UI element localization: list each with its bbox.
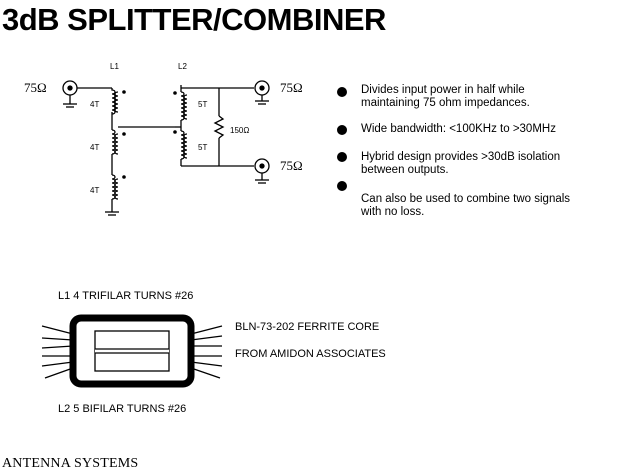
l2-turns-label: 5T	[198, 100, 208, 109]
l1-winding-label: L1 4 TRIFILAR TURNS #26	[58, 290, 194, 302]
bullet-dot	[337, 181, 347, 191]
l1-label: L1	[110, 62, 119, 71]
output2-port-label: 75Ω	[280, 158, 303, 173]
bullet-line: Divides input power in half while	[361, 84, 525, 96]
core-part-label: BLN-73-202 FERRITE CORE	[235, 321, 380, 333]
l1-turns-label: 4T	[90, 143, 100, 152]
input-connector-icon	[62, 80, 112, 108]
l2-label: L2	[178, 62, 187, 71]
bullet-line: Hybrid design provides >30dB isolation	[361, 151, 561, 163]
page-title: 3dB SPLITTER/COMBINER	[2, 2, 386, 37]
footer-brand: ANTENNA SYSTEMS	[2, 456, 139, 471]
l1-turns-label: 4T	[90, 100, 100, 109]
l1-coil-icon	[105, 88, 175, 216]
bullet-line: maintaining 75 ohm impedances.	[361, 97, 530, 109]
l2-turns-label: 5T	[198, 143, 208, 152]
bullet-dot	[337, 152, 347, 162]
bullet-line: Can also be used to combine two signals	[361, 193, 571, 205]
l1-turns-label: 4T	[90, 186, 100, 195]
output2-connector-icon	[254, 158, 270, 184]
ferrite-core-icon	[41, 314, 223, 388]
core-source-label: FROM AMIDON ASSOCIATES	[235, 348, 386, 360]
l2-coil-icon	[175, 85, 254, 167]
output1-port-label: 75Ω	[280, 80, 303, 95]
bullet-line: with no loss.	[361, 206, 425, 218]
output1-connector-icon	[254, 80, 270, 105]
bullet-line: between outputs.	[361, 164, 449, 176]
input-port-label: 75Ω	[24, 80, 47, 95]
bullet-line: Wide bandwidth: <100KHz to >30MHz	[361, 123, 556, 135]
bullet-dot	[337, 125, 347, 135]
resistor-label: 150Ω	[230, 126, 250, 135]
l2-winding-label: L2 5 BIFILAR TURNS #26	[58, 403, 187, 415]
resistor-icon	[213, 88, 225, 166]
bullet-dot	[337, 87, 347, 97]
